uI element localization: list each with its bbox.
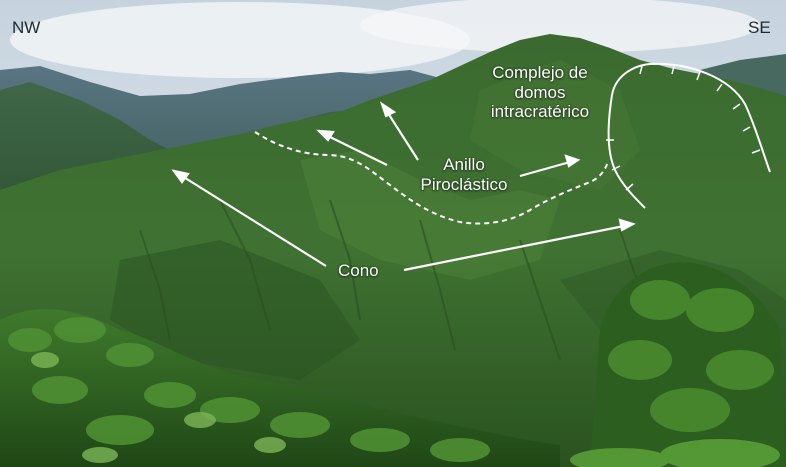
pyroclastic-ring-line: [254, 131, 609, 225]
direction-se-label: SE: [748, 18, 771, 37]
slope-shadow: [110, 240, 360, 380]
anillo-label: Anillo Piroclástico: [404, 155, 524, 194]
arrowhead: [171, 169, 190, 184]
dome-outline-ticks: [606, 65, 761, 191]
arrow-cono-right: [403, 224, 625, 272]
anillo-label-line: Piroclástico: [420, 174, 508, 194]
leaves-left: [8, 317, 490, 462]
arrow-anillo-left: [325, 134, 388, 166]
foreground-right-bottom: [570, 439, 780, 467]
cloud: [360, 0, 760, 53]
complejo-label-line: Complejo de: [492, 63, 588, 82]
complejo-label-line: domos: [514, 82, 566, 102]
arrowhead: [379, 101, 397, 118]
arrow-cono-left: [181, 175, 327, 267]
complejo-label-line: intracratérico: [490, 102, 590, 122]
cono-label: Cono: [338, 261, 379, 280]
direction-nw-label: NW: [12, 18, 41, 37]
annotation-arrows: [171, 101, 636, 272]
tree-right-leaves: [608, 280, 774, 432]
arrowhead: [564, 154, 581, 168]
anillo-label-line: Anillo: [443, 155, 485, 174]
arrow-anillo-right: [519, 160, 571, 178]
arrowhead: [316, 129, 335, 142]
complejo-label: Complejo de domos intracratérico: [470, 63, 610, 122]
slope-highlight: [470, 60, 640, 190]
arrow-to-complex: [385, 109, 419, 161]
cloud: [10, 2, 470, 78]
leaves-left-light: [31, 352, 286, 463]
dome-complex-outline-lower: [607, 94, 646, 209]
slope-highlight: [300, 150, 560, 280]
arrowhead: [618, 218, 636, 232]
dome-complex-outline: [611, 62, 771, 173]
